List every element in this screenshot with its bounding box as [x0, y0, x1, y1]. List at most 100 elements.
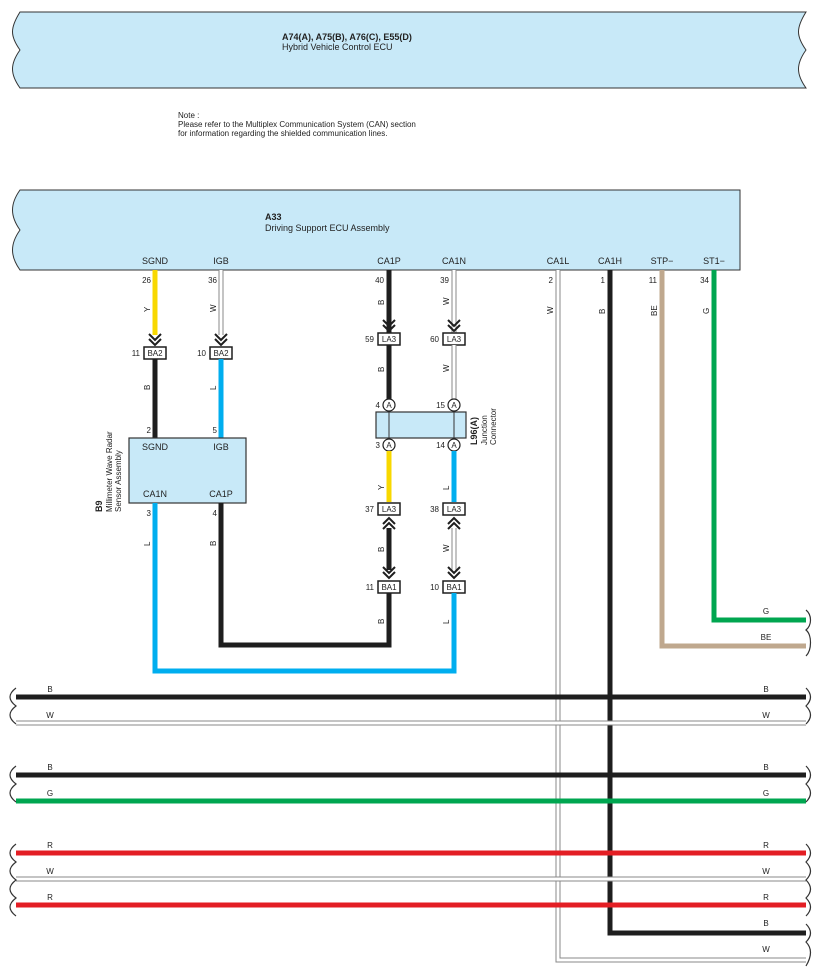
radar-pin-igb: IGB [213, 442, 229, 452]
wire-label-la3-59: B [377, 367, 386, 372]
note-line-1: Please refer to the Multiplex Communicat… [178, 120, 416, 129]
wire-label-ca1l: W [546, 306, 555, 314]
bus-2-right-label: B [763, 763, 768, 772]
pin-num-sgnd: 26 [142, 276, 151, 285]
connector-la3-60-code: LA3 [447, 335, 462, 344]
connector-ba2-igb-code: BA2 [213, 349, 229, 358]
wire-label-ca1p: B [377, 300, 386, 305]
junction-pin-markers [382, 398, 461, 452]
wire-radar-ca1n-loop [152, 503, 457, 674]
connector-la3-38 [442, 502, 466, 516]
connector-ba2-sgnd-num: 11 [132, 349, 141, 358]
pin-num-ca1n: 39 [440, 276, 449, 285]
ds-ecu-name: Driving Support ECU Assembly [265, 223, 390, 233]
right-label-g: G [763, 607, 769, 616]
wire-st1-g [711, 270, 806, 623]
wire-stp-be [659, 270, 806, 649]
wire-label-ca1h: B [598, 309, 607, 314]
junction-connector-box [375, 411, 467, 439]
connector-la3-59-num: 59 [365, 335, 374, 344]
bus-1-right-label: W [762, 711, 770, 720]
pin-name-ca1l: CA1L [547, 256, 570, 266]
connector-ba1-11-num: 11 [366, 583, 375, 592]
right-bus-breaks [805, 687, 812, 967]
note-title: Note : [178, 111, 199, 120]
junction-marker-4: A [386, 401, 392, 410]
junction-pin-15: 15 [436, 401, 445, 410]
connector-ba1-10-num: 10 [430, 583, 439, 592]
wire-label-sgnd: Y [143, 306, 152, 312]
junction-marker-3: A [386, 441, 392, 450]
bus-4-right-label: R [763, 841, 769, 850]
connector-la3-38-num: 38 [430, 505, 439, 514]
wire-label-igb: W [209, 304, 218, 312]
pin-num-ca1l: 2 [549, 276, 554, 285]
ds-ecu-code: A33 [265, 212, 282, 222]
connector-la3-38-code: LA3 [447, 505, 462, 514]
connector-ba1-11-code: BA1 [381, 583, 397, 592]
bus-0-left-label: B [47, 685, 52, 694]
connector-ba1-10-code: BA1 [446, 583, 462, 592]
chevrons-up [382, 516, 461, 530]
hv-ecu-name: Hybrid Vehicle Control ECU [282, 42, 393, 52]
radar-name-1: Millimeter Wave Radar [105, 431, 114, 512]
radar-name-2: Sensor Assembly [114, 450, 123, 512]
pin-num-ca1p: 40 [375, 276, 384, 285]
junction-name-2: Connector [489, 408, 498, 445]
pin-name-stp: STP− [651, 256, 674, 266]
pin-name-sgnd: SGND [142, 256, 169, 266]
bus-lines [16, 694, 806, 908]
hv-ecu-code: A74(A), A75(B), A76(C), E55(D) [282, 32, 412, 42]
wire-label-ba2-igb: L [209, 385, 218, 390]
wire-label-radar-ca1p: B [209, 541, 218, 546]
pin-name-ca1p: CA1P [377, 256, 401, 266]
wire-label-ba1-10: L [442, 619, 451, 624]
wire-label-stp: BE [650, 305, 659, 316]
pin-name-ca1n: CA1N [442, 256, 466, 266]
junction-pin-14: 14 [436, 441, 445, 450]
radar-code: B9 [94, 500, 104, 512]
right-breaks-top [805, 609, 812, 657]
radar-pin-sgnd: SGND [142, 442, 169, 452]
wire-label-la3-60: W [442, 364, 451, 372]
radar-pin-num-3: 3 [147, 509, 152, 518]
connector-ba2-sgnd-code: BA2 [147, 349, 163, 358]
bus-8-right-label: W [762, 945, 770, 954]
connector-ba2-igb-num: 10 [197, 349, 206, 358]
bus-6-left-label: R [47, 893, 53, 902]
wire-ca1l [556, 270, 806, 962]
wire-ca1h [607, 270, 806, 936]
bus-5-left-label: W [46, 867, 54, 876]
pin-name-ca1h: CA1H [598, 256, 622, 266]
junction-marker-15: A [451, 401, 457, 410]
pin-num-st1: 34 [700, 276, 709, 285]
wire-label-radar-ca1n: L [143, 541, 152, 546]
chevrons-ba1 [382, 566, 461, 580]
hv-ecu-box [12, 11, 807, 89]
wire-label-ba1-11: B [377, 619, 386, 624]
junction-code: L96(A) [469, 417, 479, 445]
radar-pin-num-2: 2 [147, 426, 152, 435]
bus-3-left-label: G [47, 789, 53, 798]
wire-label-la3-38: W [442, 544, 451, 552]
pin-name-st1: ST1− [703, 256, 725, 266]
wire-label-ba2-sgnd: B [143, 385, 152, 390]
junction-marker-14: A [451, 441, 457, 450]
bus-3-right-label: G [763, 789, 769, 798]
radar-sensor-box [128, 437, 247, 504]
radar-pin-num-5: 5 [213, 426, 218, 435]
bus-2-left-label: B [47, 763, 52, 772]
bus-1-left-label: W [46, 711, 54, 720]
bus-0-right-label: B [763, 685, 768, 694]
junction-pin-3: 3 [376, 441, 381, 450]
bus-6-right-label: R [763, 893, 769, 902]
right-label-be: BE [761, 633, 772, 642]
left-bus-breaks [9, 687, 17, 917]
pin-num-igb: 36 [208, 276, 217, 285]
junction-name-1: Junction [480, 415, 489, 445]
wire-label-junction-l: L [442, 485, 451, 490]
junction-pin-4: 4 [376, 401, 381, 410]
pin-name-igb: IGB [213, 256, 229, 266]
wire-label-ca1n: W [442, 297, 451, 305]
